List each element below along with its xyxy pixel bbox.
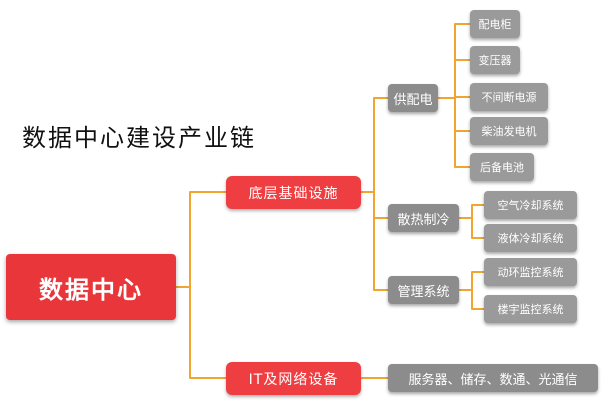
leaf-diesel-generator: 柴油发电机 [470,117,548,145]
node-it-equipment: 服务器、储存、数通、光通信 [388,364,598,392]
node-power-supply: 供配电 [388,84,438,112]
root-node: 数据中心 [6,254,176,320]
branch-it-network: IT及网络设备 [226,362,361,395]
node-management-system: 管理系统 [388,276,459,304]
leaf-liquid-cooling: 液体冷却系统 [484,224,577,252]
leaf-transformer: 变压器 [470,46,520,74]
leaf-ups: 不间断电源 [470,83,548,111]
leaf-air-cooling: 空气冷却系统 [484,191,577,219]
leaf-building-monitoring: 楼宇监控系统 [484,295,577,323]
page-title: 数据中心建设产业链 [22,124,256,152]
branch-infrastructure: 底层基础设施 [226,176,361,209]
leaf-env-monitoring: 动环监控系统 [484,258,577,286]
leaf-backup-battery: 后备电池 [470,153,534,181]
node-cooling: 散热制冷 [388,204,459,232]
leaf-distribution-cabinet: 配电柜 [470,10,520,38]
